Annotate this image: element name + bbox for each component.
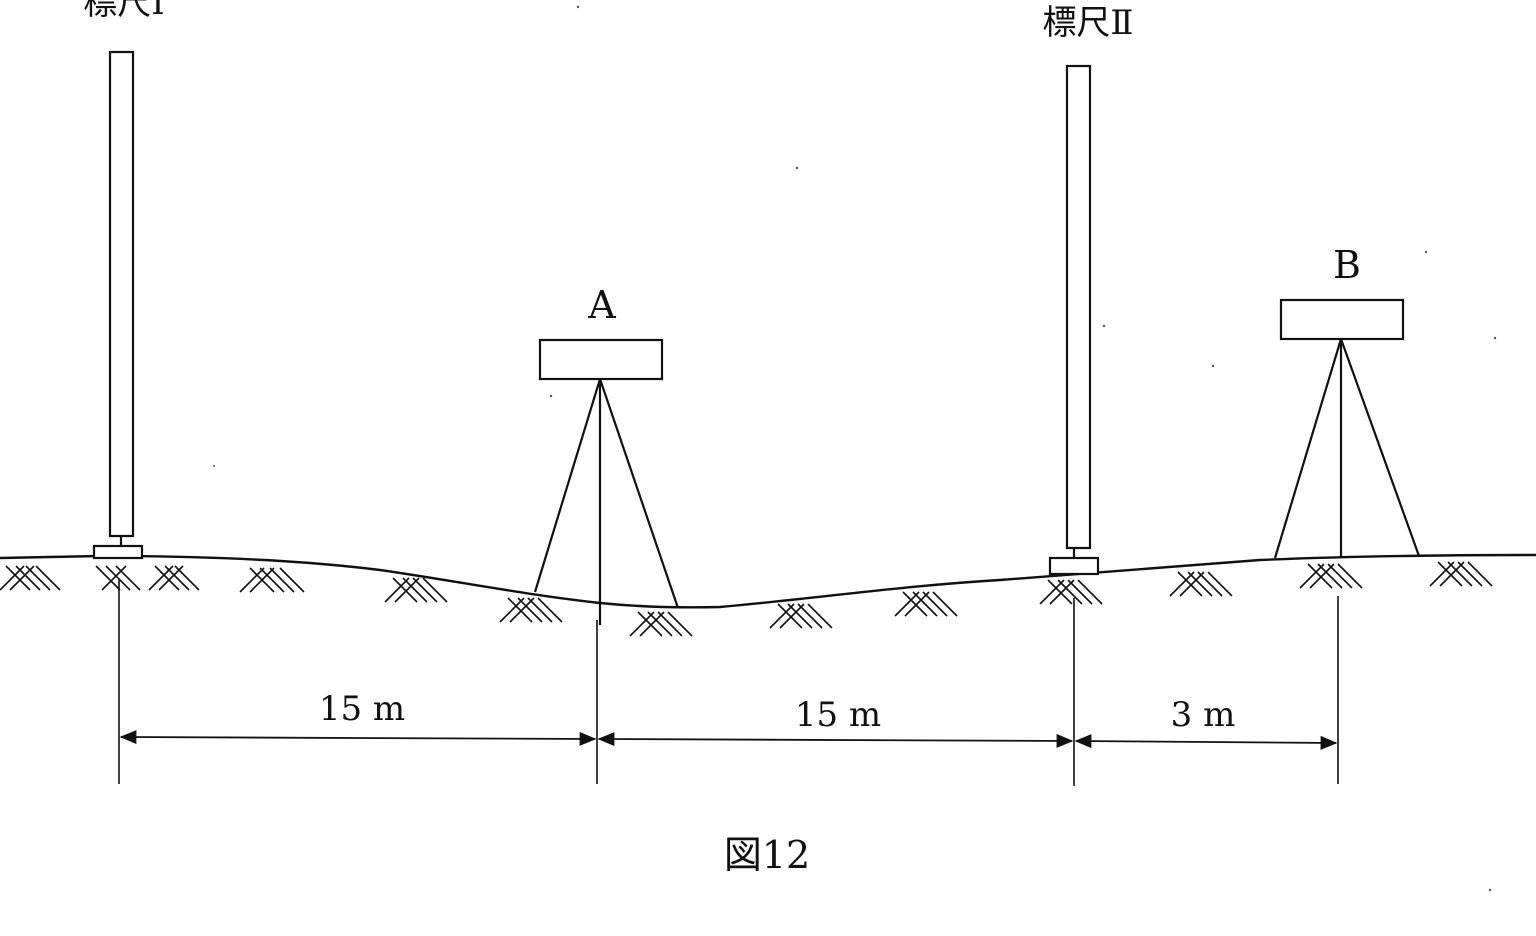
ground-line [0,553,1536,609]
dimension-arrow-3 [1074,734,1338,750]
level-a-label: A [587,283,616,327]
extension-lines [118,580,1339,786]
level-b [1273,298,1421,559]
dimension-label-1: 15 m [319,689,405,729]
ground-hatching [0,561,1493,637]
scan-specks [213,5,1497,892]
rod-1 [92,50,144,560]
dimension-arrow-2 [597,732,1074,748]
rod-1-label: 標尺Ⅰ [83,0,164,23]
level-b-label: B [1333,243,1361,287]
dimension-label-2: 15 m [795,695,881,735]
dimension-arrow-1 [119,730,597,746]
dimension-label-3: 3 m [1171,695,1236,735]
figure-caption: 図12 [724,833,810,877]
level-a [533,338,680,625]
rod-2 [1048,64,1100,576]
rod-2-label: 標尺Ⅱ [1042,3,1133,43]
